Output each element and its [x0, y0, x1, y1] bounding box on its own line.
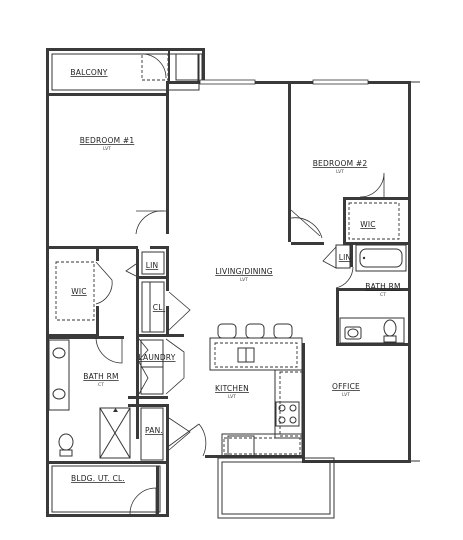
fixtures [48, 202, 407, 519]
label-bath-left: BATH RM [83, 372, 118, 381]
label-wic-bedroom-2: WIC [360, 220, 375, 229]
label-laundry: LAUNDRY [138, 353, 175, 362]
label-bedroom-1: BEDROOM #1 [80, 136, 135, 145]
label-bath-right: BATH RM [365, 282, 400, 291]
label-utility-closet: BLDG. UT. CL. [71, 474, 125, 483]
interior-walls [46, 84, 411, 464]
floor-living-dining: LVT [240, 277, 248, 283]
room-labels: BALCONY BEDROOM #1 LVT BEDROOM #2 LVT WI… [70, 68, 400, 483]
label-living-dining: LIVING/DINING [215, 267, 273, 276]
label-pantry: PAN. [145, 426, 163, 435]
floor-bedroom-1: LVT [103, 146, 111, 152]
outer-walls [46, 48, 420, 517]
windows [199, 79, 369, 85]
label-balcony: BALCONY [70, 68, 107, 77]
label-lin-right: LIN [339, 253, 352, 262]
floor-office: LVT [342, 392, 350, 398]
label-kitchen: KITCHEN [215, 384, 249, 393]
floor-bath-left: CT [98, 382, 104, 388]
label-closet: CL. [153, 303, 165, 312]
label-office: OFFICE [332, 382, 360, 391]
doors [95, 172, 385, 515]
label-wic-bedroom-1: WIC [71, 287, 86, 296]
floor-kitchen: LVT [228, 394, 236, 400]
label-lin-left: LIN [146, 261, 159, 270]
floor-bath-right: CT [380, 292, 386, 298]
label-bedroom-2: BEDROOM #2 [313, 159, 368, 168]
floor-bedroom-2: LVT [336, 169, 344, 175]
